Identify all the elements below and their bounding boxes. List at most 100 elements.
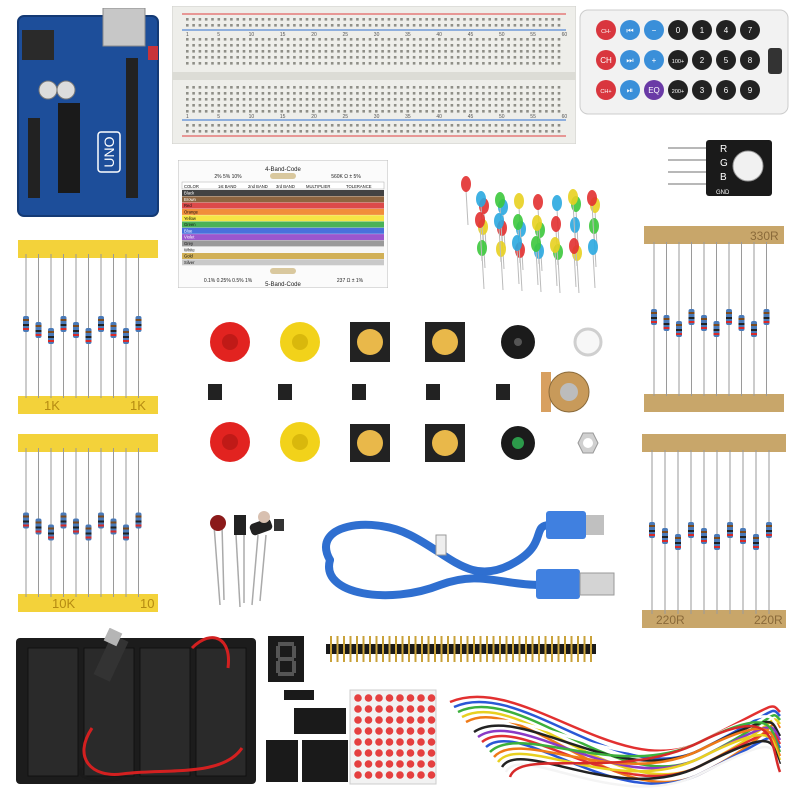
led <box>532 215 542 231</box>
led <box>512 235 522 251</box>
led <box>476 191 486 207</box>
breadboard: 1155101015152020252530303535404045455050… <box>172 6 576 144</box>
remote-button <box>596 50 616 70</box>
breadboard-number: 15 <box>280 32 286 38</box>
remote-button-label: 9 <box>748 86 753 95</box>
remote-button <box>692 20 712 40</box>
remote-button-label: 6 <box>724 86 729 95</box>
breadboard-number: 5 <box>217 32 220 38</box>
remote-button-label: − <box>652 26 657 35</box>
breadboard-number: 10 <box>249 114 255 120</box>
uno-label: UNO <box>101 136 117 167</box>
card-example-4band: 560K Ω ± 5% <box>331 174 361 180</box>
resistor-strip-1k: 1K 1K <box>18 240 158 414</box>
breadboard-number: 45 <box>468 32 474 38</box>
card-title-5band: 5-Band-Code <box>265 282 301 288</box>
rgb-pin-g: G <box>720 158 728 169</box>
breadboard-number: 55 <box>530 32 536 38</box>
card-header: 2nd BAND <box>248 184 268 189</box>
card-header: 3rd BAND <box>276 184 295 189</box>
remote-button <box>596 80 616 100</box>
usb-cable <box>322 511 615 600</box>
battery-holder-4aa <box>16 628 256 784</box>
remote-button <box>692 80 712 100</box>
led <box>495 192 505 208</box>
remote-button-label: 100+ <box>672 59 684 65</box>
remote-button-label: ⏭ <box>626 56 633 65</box>
led <box>533 194 543 210</box>
card-color-name: Green <box>184 222 196 227</box>
breadboard-number: 45 <box>468 114 474 120</box>
led <box>496 241 506 257</box>
led <box>589 218 599 234</box>
remote-button-label: ⏯ <box>627 86 633 95</box>
strip-label-right: 1K <box>130 398 146 413</box>
breadboard-number: 60 <box>562 32 568 38</box>
usb-b-port <box>102 8 146 47</box>
breadboard-number: 25 <box>343 114 349 120</box>
led-dot-matrix <box>349 689 437 785</box>
led <box>461 176 471 192</box>
led <box>513 214 523 230</box>
card-color-name: Orange <box>184 210 199 215</box>
breadboard-number: 20 <box>311 114 317 120</box>
sensor-components <box>210 511 284 608</box>
strip-label-left: 220R <box>656 613 685 627</box>
remote-button-label: EQ <box>648 86 660 95</box>
card-header: MULTIPLIER <box>306 184 330 189</box>
card-color-name: Grey <box>184 241 194 246</box>
breadboard-number: 35 <box>405 114 411 120</box>
led <box>587 190 597 206</box>
knob-cap <box>573 327 603 357</box>
strip-label-left: 1K <box>44 398 60 413</box>
card-header: TOLERANCE <box>346 184 372 189</box>
jumper-wires-bundle <box>449 695 782 788</box>
display-modules <box>266 689 437 785</box>
ic-chip <box>284 690 314 700</box>
jumper-wire <box>493 727 782 765</box>
breadboard-number: 35 <box>405 32 411 38</box>
breadboard-number: 40 <box>436 114 442 120</box>
remote-button <box>644 50 664 70</box>
transistor <box>234 515 246 535</box>
breadboard-number: 50 <box>499 114 505 120</box>
card-title-4band: 4-Band-Code <box>265 167 301 173</box>
remote-button-label: 8 <box>748 56 753 65</box>
jumper-wire <box>508 724 782 778</box>
remote-button <box>596 20 616 40</box>
usb-b-connector <box>546 511 586 539</box>
component-row-bottom <box>210 422 599 462</box>
jumper-wire <box>504 745 782 788</box>
remote-button <box>716 80 736 100</box>
breadboard-number: 5 <box>217 114 220 120</box>
card-color-name: White <box>184 247 195 252</box>
seven-segment-single-2 <box>266 740 298 782</box>
potentiometer <box>541 371 590 413</box>
breadboard-number: 1 <box>186 114 189 120</box>
jumper-wire <box>453 700 781 760</box>
strip-label-left: 10K <box>52 596 75 611</box>
led <box>477 240 487 256</box>
breadboard-holes <box>186 18 561 133</box>
card-header: 1st BAND <box>218 184 236 189</box>
card-color-name: Blue <box>184 228 193 233</box>
remote-button <box>644 80 664 100</box>
remote-button-label: 1 <box>700 26 705 35</box>
card-resistor-icon-top <box>270 173 296 179</box>
pin-header-strip <box>326 636 596 662</box>
dc-jack <box>22 30 54 60</box>
remote-button <box>620 80 640 100</box>
jumper-caps <box>208 384 510 400</box>
card-color-name: Gold <box>184 254 194 259</box>
ldr-sensor <box>210 515 226 531</box>
remote-button <box>668 20 688 40</box>
remote-button-label: 3 <box>700 86 705 95</box>
breadboard-number: 1 <box>186 32 189 38</box>
resistor-strip-330r: 330R <box>644 226 784 412</box>
component-row-top <box>210 322 603 392</box>
card-color-name: Black <box>184 191 195 196</box>
card-tolerances-bottom: 0.1% 0.25% 0.5% 1% <box>204 278 253 284</box>
